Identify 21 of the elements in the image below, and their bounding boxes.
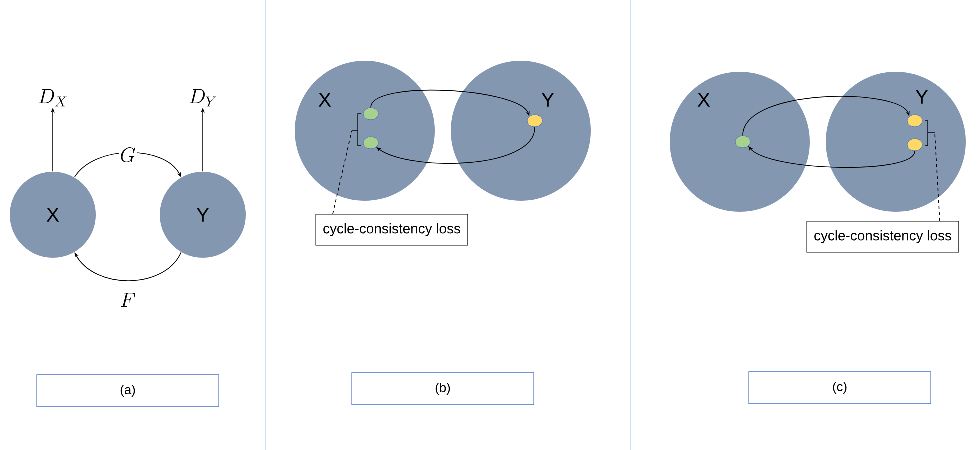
sample-dot xyxy=(363,136,379,150)
formula-label: $D_X$ xyxy=(38,89,67,107)
arrow xyxy=(742,96,910,136)
sample-dot xyxy=(907,138,923,152)
arrow xyxy=(74,152,182,178)
edge-label: $G$ xyxy=(119,146,137,164)
sample-dot xyxy=(907,114,923,128)
leader-line xyxy=(332,130,352,215)
caption-box: (b) xyxy=(352,372,534,406)
arrow xyxy=(376,126,536,164)
callout-box: cycle-consistency loss xyxy=(316,214,468,246)
edge-label: $F$ xyxy=(119,292,137,308)
leader-line xyxy=(934,132,940,222)
sample-dot xyxy=(735,136,751,148)
callout-box: cycle-consistency loss xyxy=(806,221,960,253)
formula-label: $D_Y$ xyxy=(190,89,216,107)
caption-box: (a) xyxy=(36,374,220,408)
sample-dot xyxy=(363,108,379,120)
caption-box: (c) xyxy=(748,372,932,404)
arrow xyxy=(74,252,182,282)
sample-dot xyxy=(527,114,543,128)
